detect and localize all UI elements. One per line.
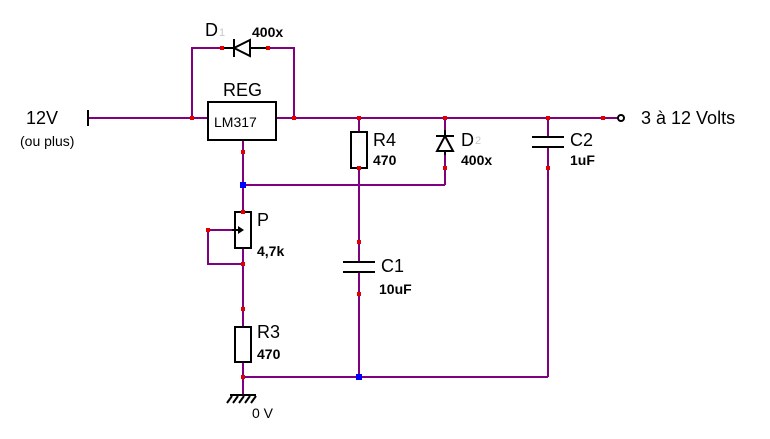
capacitor-c1: [343, 261, 375, 273]
wires: [88, 47, 618, 395]
input-sublabel: (ou plus): [20, 133, 74, 149]
capacitor-c2: [532, 136, 564, 148]
d1-name: D: [205, 20, 218, 40]
resistor-r3: [234, 326, 252, 363]
r4-value: 470: [373, 152, 397, 168]
potentiometer-p: [232, 211, 252, 249]
input-label: 12V: [26, 108, 58, 128]
r3-value: 470: [257, 346, 281, 362]
d1-index: 1: [219, 27, 225, 39]
wire-pot-wiper: [207, 229, 243, 265]
regulator-lm317: [207, 101, 277, 141]
c2-value: 1uF: [570, 152, 595, 168]
reg-part: LM317: [214, 114, 257, 130]
r4-name: R4: [373, 130, 396, 150]
output-terminal: [617, 114, 625, 122]
ground-icon: [226, 394, 257, 404]
r3-name: R3: [257, 322, 280, 342]
wire-d1-left: [191, 47, 222, 118]
d2-name: D: [461, 130, 474, 150]
ground-label: 0 V: [252, 405, 274, 421]
d1-value: 400x: [252, 24, 283, 40]
d2-index: 2: [475, 135, 481, 147]
junction-ground: [356, 374, 362, 380]
wire-d1-right: [268, 47, 295, 118]
output-label: 3 à 12 Volts: [641, 108, 735, 128]
resistor-r4: [350, 131, 368, 169]
c2-name: C2: [570, 130, 593, 150]
reg-name: REG: [223, 80, 262, 100]
diode-d2: [435, 130, 455, 155]
p-name: P: [257, 210, 269, 230]
c1-value: 10uF: [379, 281, 412, 297]
c1-name: C1: [381, 256, 404, 276]
p-value: 4,7k: [257, 243, 284, 259]
d2-value: 400x: [461, 152, 492, 168]
diode-d1: [222, 38, 268, 58]
pin-markers: [190, 46, 605, 379]
junction-adj: [240, 182, 246, 188]
